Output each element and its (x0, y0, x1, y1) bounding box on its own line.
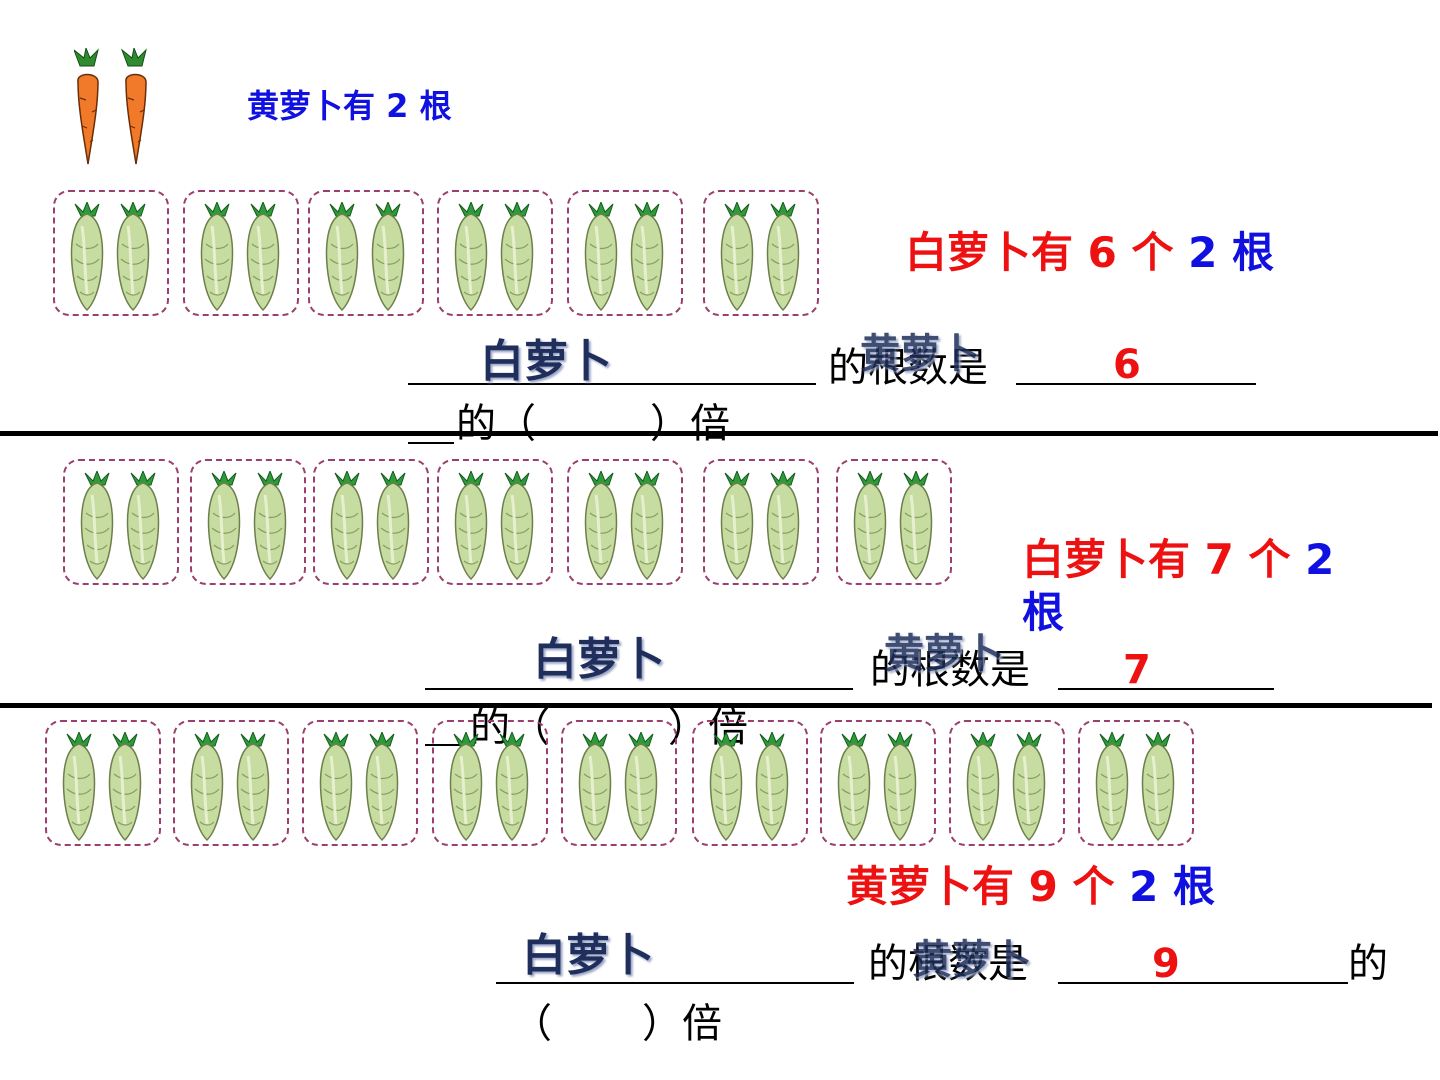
intro-prefix: 黄萝卜有 (247, 87, 376, 125)
row2-blank-1 (425, 688, 853, 690)
radish-icon (837, 732, 917, 842)
row1-caption: 白萝卜有 6 个 2 根 (905, 232, 1274, 274)
radish-icon (578, 732, 658, 842)
radish-icon (853, 471, 933, 581)
radish-group (432, 720, 548, 846)
row2-blank-2 (1058, 688, 1274, 690)
row1-line2-suffix: ）倍 (650, 401, 730, 447)
row2-caption-num: 7 (1204, 535, 1234, 584)
radish-group (567, 459, 683, 585)
row2-caption-part3: 2 (1305, 535, 1335, 584)
row2-ghost-yellow: 黄萝卜 (884, 631, 1004, 677)
radish-icon (1095, 732, 1175, 842)
radish-group (437, 190, 553, 316)
row3-ghost-white: 白萝卜 (522, 930, 654, 981)
radish-group (63, 459, 179, 585)
radish-group (173, 720, 289, 846)
row3-line2-prefix: （ (512, 1001, 552, 1047)
radish-group (190, 459, 306, 585)
row2-ghost-white: 白萝卜 (533, 634, 665, 685)
row3-caption-num: 9 (1028, 862, 1058, 911)
divider-1 (0, 431, 1438, 436)
row3-caption: 黄萝卜有 9 个 2 根 (846, 866, 1215, 908)
intro-text: 黄萝卜有 2 根 (247, 90, 452, 122)
row2-caption-part4: 根 (1022, 587, 1065, 637)
radish-icon (449, 732, 529, 842)
row1-blank-1 (408, 383, 816, 385)
radish-group (703, 190, 819, 316)
radish-group (302, 720, 418, 846)
radish-icon (720, 202, 800, 312)
radish-group (820, 720, 936, 846)
row3-line2-suffix: ）倍 (642, 1001, 722, 1047)
radish-group (703, 459, 819, 585)
row2-line1: 的根数是 (870, 647, 1030, 693)
radish-group (183, 190, 299, 316)
row1-caption-part2: 个 (1131, 228, 1174, 277)
intro-unit: 根 (419, 87, 452, 125)
radish-group (437, 459, 553, 585)
row3-ghost-yellow: 黄萝卜 (912, 937, 1032, 983)
radish-group (561, 720, 677, 846)
radish-icon (80, 471, 160, 581)
radish-group (836, 459, 952, 585)
radish-icon (200, 202, 280, 312)
radish-icon (190, 732, 270, 842)
intro-count: 2 (386, 87, 409, 125)
radish-icon (454, 471, 534, 581)
row3-blank-2 (1058, 982, 1348, 984)
radish-group (45, 720, 161, 846)
row3-line1: 的根数是 (868, 941, 1028, 987)
row2-answer: 7 (1123, 647, 1151, 693)
carrot-icon (74, 48, 147, 165)
radish-icon (62, 732, 142, 842)
row2-caption: 白萝卜有 7 个 2 根 (1022, 534, 1382, 639)
radish-icon (709, 732, 789, 842)
radish-icon (454, 202, 534, 312)
row1-line2-prefix: 的（ (456, 401, 536, 447)
radish-group (53, 190, 169, 316)
row2-caption-part1: 白萝卜有 (1022, 535, 1191, 584)
row1-answer: 6 (1113, 342, 1141, 388)
row2-caption-part2: 个 (1248, 535, 1291, 584)
row1-caption-part3: 2 根 (1188, 228, 1274, 277)
row2-blank-3 (425, 744, 469, 746)
radish-icon (70, 202, 150, 312)
radish-group (692, 720, 808, 846)
divider-2 (0, 703, 1432, 708)
row3-caption-part1: 黄萝卜有 (846, 862, 1015, 911)
row3-caption-part2: 个 (1072, 862, 1115, 911)
row3-line1-suffix: 的 (1348, 941, 1388, 987)
radish-icon (330, 471, 410, 581)
row3-blank-1 (496, 982, 854, 984)
row1-blank-2 (1016, 383, 1256, 385)
row3-answer: 9 (1152, 941, 1180, 987)
radish-icon (584, 471, 664, 581)
row1-ghost-yellow: 黄萝卜 (860, 331, 980, 377)
radish-group (949, 720, 1065, 846)
row1-line1: 的根数是 (828, 345, 988, 391)
radish-group (313, 459, 429, 585)
row1-ghost-white: 白萝卜 (480, 336, 612, 387)
radish-icon (584, 202, 664, 312)
radish-icon (319, 732, 399, 842)
row1-caption-num: 6 (1087, 228, 1117, 277)
row1-caption-part1: 白萝卜有 (905, 228, 1074, 277)
radish-group (567, 190, 683, 316)
radish-group (1078, 720, 1194, 846)
radish-icon (325, 202, 405, 312)
radish-icon (207, 471, 287, 581)
radish-icon (966, 732, 1046, 842)
radish-group (308, 190, 424, 316)
row1-blank-3 (408, 442, 454, 444)
radish-icon (720, 471, 800, 581)
row3-caption-part3: 2 根 (1129, 862, 1215, 911)
